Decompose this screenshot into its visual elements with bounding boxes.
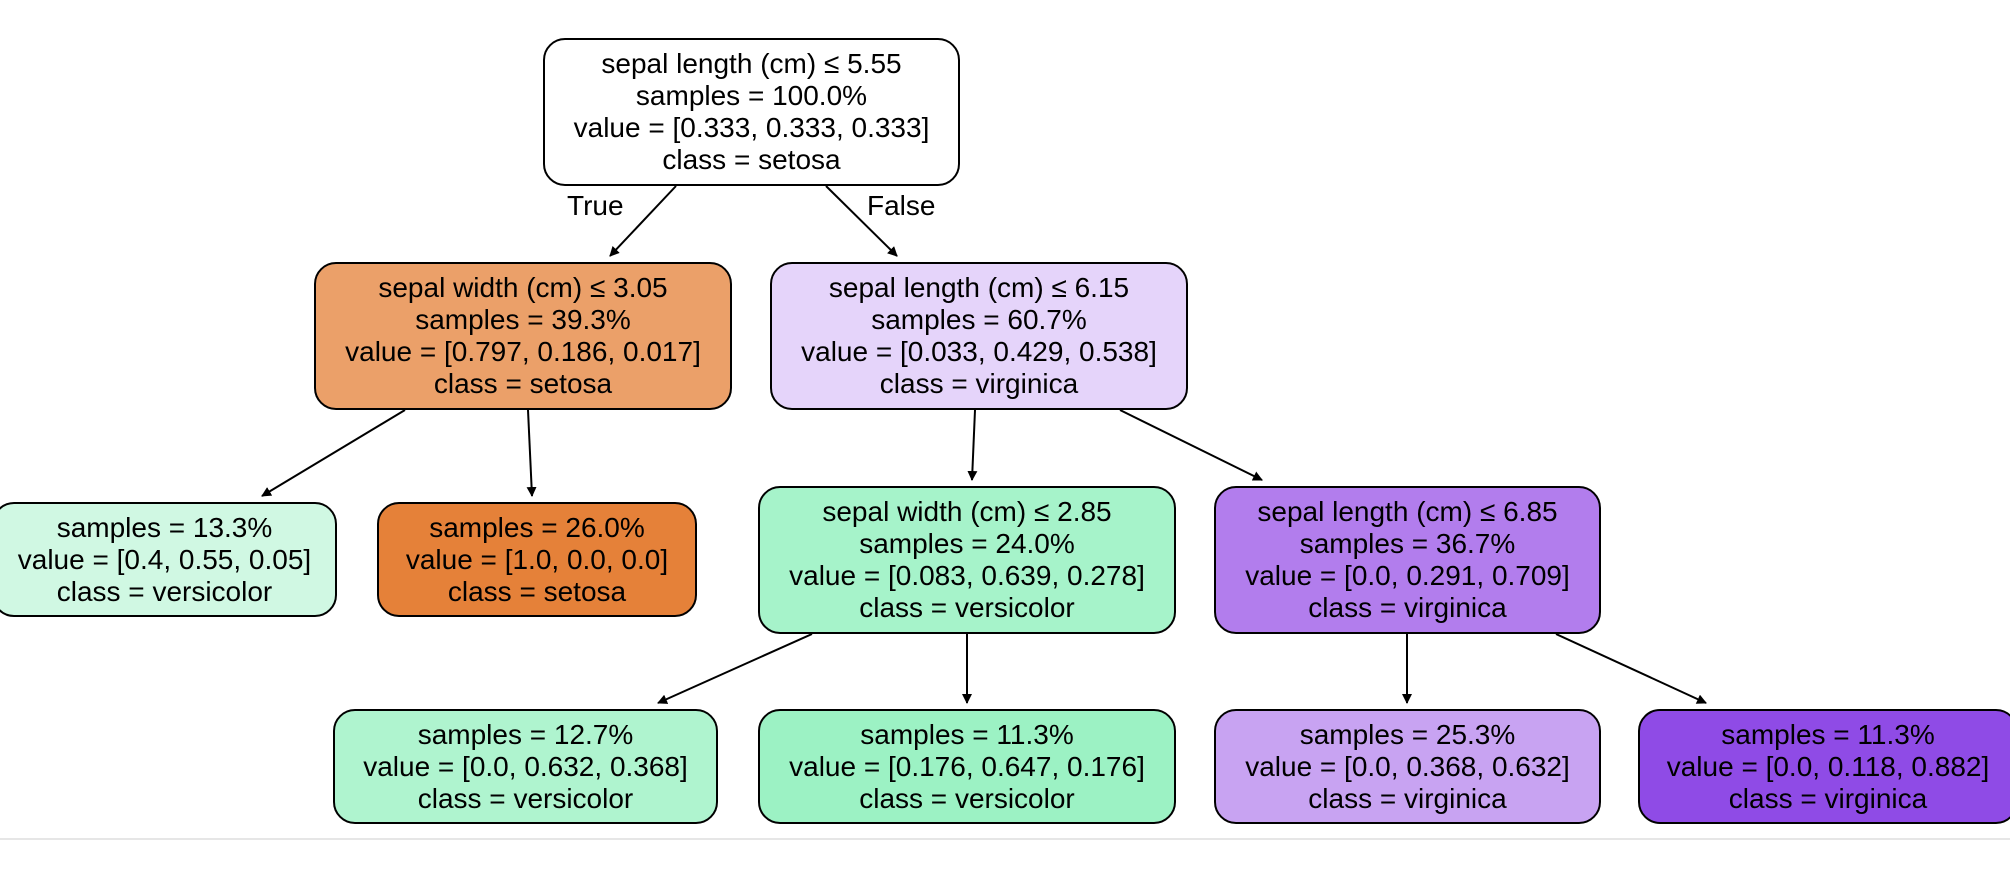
node-samples: samples = 13.3% bbox=[56, 511, 273, 543]
node-split: sepal length (cm) ≤ 5.55 bbox=[601, 48, 902, 79]
node-samples: samples = 12.7% bbox=[417, 718, 634, 750]
node-samples: samples = 26.0% bbox=[429, 511, 645, 543]
tree-leaf-virginica: samples = 25.3% value = [0.0, 0.368, 0.6… bbox=[1214, 709, 1601, 824]
edge-n6-n10 bbox=[1555, 633, 1707, 704]
node-samples: samples = 39.3% bbox=[415, 304, 631, 335]
node-class: class = setosa bbox=[662, 144, 841, 175]
edge-label-true: True bbox=[567, 190, 624, 221]
node-class: class = setosa bbox=[447, 575, 627, 607]
edge-n2-n6 bbox=[1119, 409, 1263, 481]
node-value: value = [0.333, 0.333, 0.333] bbox=[573, 112, 930, 143]
node-value: value = [0.0, 0.368, 0.632] bbox=[1245, 750, 1570, 782]
node-samples: samples = 60.7% bbox=[871, 304, 1087, 335]
node-split: sepal length (cm) ≤ 6.15 bbox=[828, 272, 1130, 303]
node-class: class = virginica bbox=[879, 368, 1079, 399]
tree-node-root: sepal length (cm) ≤ 5.55 samples = 100.0… bbox=[543, 38, 960, 186]
tree-leaf-setosa: samples = 26.0% value = [1.0, 0.0, 0.0] … bbox=[377, 502, 697, 617]
node-samples: samples = 24.0% bbox=[859, 528, 1075, 559]
node-class: class = virginica bbox=[1308, 782, 1507, 814]
node-samples: samples = 11.3% bbox=[1721, 718, 1935, 750]
node-split: sepal length (cm) ≤ 6.85 bbox=[1257, 496, 1558, 527]
node-samples: samples = 25.3% bbox=[1299, 718, 1516, 750]
node-value: value = [0.0, 0.632, 0.368] bbox=[363, 750, 688, 782]
node-class: class = versicolor bbox=[56, 575, 273, 607]
node-samples: samples = 36.7% bbox=[1299, 528, 1516, 559]
tree-node-split-virginica: sepal length (cm) ≤ 6.85 samples = 36.7%… bbox=[1214, 486, 1601, 634]
tree-node-left: sepal width (cm) ≤ 3.05 samples = 39.3% … bbox=[314, 262, 732, 410]
edge-n1-n3 bbox=[261, 409, 406, 497]
edge-n1-n4 bbox=[526, 409, 537, 497]
tree-node-split-versicolor: sepal width (cm) ≤ 2.85 samples = 24.0% … bbox=[758, 486, 1176, 634]
edge-label-false: False bbox=[867, 190, 936, 221]
edge-n5-n7 bbox=[657, 633, 813, 704]
tree-node-right: sepal length (cm) ≤ 6.15 samples = 60.7%… bbox=[770, 262, 1188, 410]
node-samples: samples = 11.3% bbox=[860, 718, 1074, 750]
edge-n0-n1 bbox=[609, 185, 677, 257]
bottom-divider bbox=[0, 838, 2010, 840]
node-value: value = [0.083, 0.639, 0.278] bbox=[789, 560, 1145, 591]
node-value: value = [0.797, 0.186, 0.017] bbox=[345, 336, 701, 367]
node-value: value = [0.0, 0.118, 0.882] bbox=[1666, 750, 1990, 782]
node-class: class = versicolor bbox=[859, 782, 1075, 814]
node-class: class = versicolor bbox=[417, 782, 634, 814]
node-value: value = [0.4, 0.55, 0.05] bbox=[17, 543, 312, 575]
tree-leaf-versicolor: samples = 12.7% value = [0.0, 0.632, 0.3… bbox=[333, 709, 718, 824]
node-class: class = virginica bbox=[1308, 592, 1507, 623]
node-class: class = setosa bbox=[433, 368, 613, 399]
node-class: class = versicolor bbox=[859, 592, 1075, 623]
node-samples: samples = 100.0% bbox=[635, 80, 868, 111]
edge-n2-n5 bbox=[967, 409, 978, 481]
node-class: class = virginica bbox=[1728, 782, 1928, 814]
tree-leaf-versicolor: samples = 11.3% value = [0.176, 0.647, 0… bbox=[758, 709, 1176, 824]
node-value: value = [0.0, 0.291, 0.709] bbox=[1245, 560, 1570, 591]
tree-leaf-virginica: samples = 11.3% value = [0.0, 0.118, 0.8… bbox=[1638, 709, 2010, 824]
tree-leaf-versicolor: samples = 13.3% value = [0.4, 0.55, 0.05… bbox=[0, 502, 337, 617]
node-value: value = [0.176, 0.647, 0.176] bbox=[789, 750, 1145, 782]
edge-n0-n2 bbox=[825, 185, 898, 257]
node-split: sepal width (cm) ≤ 3.05 bbox=[378, 272, 668, 303]
node-split: sepal width (cm) ≤ 2.85 bbox=[822, 496, 1112, 527]
node-value: value = [1.0, 0.0, 0.0] bbox=[405, 543, 669, 575]
node-value: value = [0.033, 0.429, 0.538] bbox=[801, 336, 1157, 367]
